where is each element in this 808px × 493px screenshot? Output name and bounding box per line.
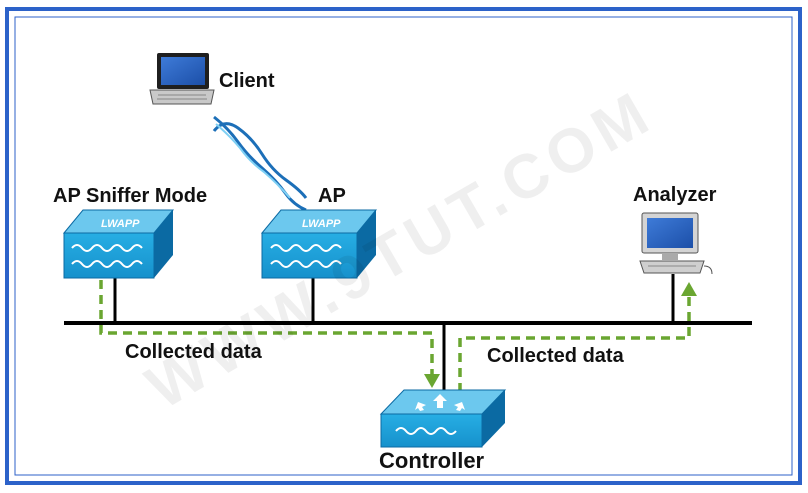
collected-data-label-right: Collected data xyxy=(487,345,624,367)
wireless-controller-icon xyxy=(379,389,507,448)
wireless-signal-icon xyxy=(212,115,308,212)
flow-arrowhead-down xyxy=(424,374,440,388)
laptop-icon xyxy=(149,53,215,105)
flow-arrow-controller-to-analyzer xyxy=(458,294,691,392)
controller-label: Controller xyxy=(379,448,485,473)
lwapp-label-ap: LWAPP xyxy=(302,218,341,230)
lwapp-access-point-icon xyxy=(62,209,175,279)
flow-arrowhead-up xyxy=(681,282,697,296)
lwapp-access-point-icon xyxy=(260,209,378,279)
flow-arrow-sniffer-to-controller xyxy=(99,280,434,376)
ap-label: AP xyxy=(318,185,346,207)
client-label: Client xyxy=(219,70,275,92)
frame-border xyxy=(5,7,802,485)
analyzer-label: Analyzer xyxy=(633,184,717,206)
desktop-computer-icon xyxy=(639,212,713,275)
lwapp-label-sniffer: LWAPP xyxy=(101,218,140,230)
collected-data-label-left: Collected data xyxy=(125,341,262,363)
ap-sniffer-mode-label: AP Sniffer Mode xyxy=(53,185,208,207)
